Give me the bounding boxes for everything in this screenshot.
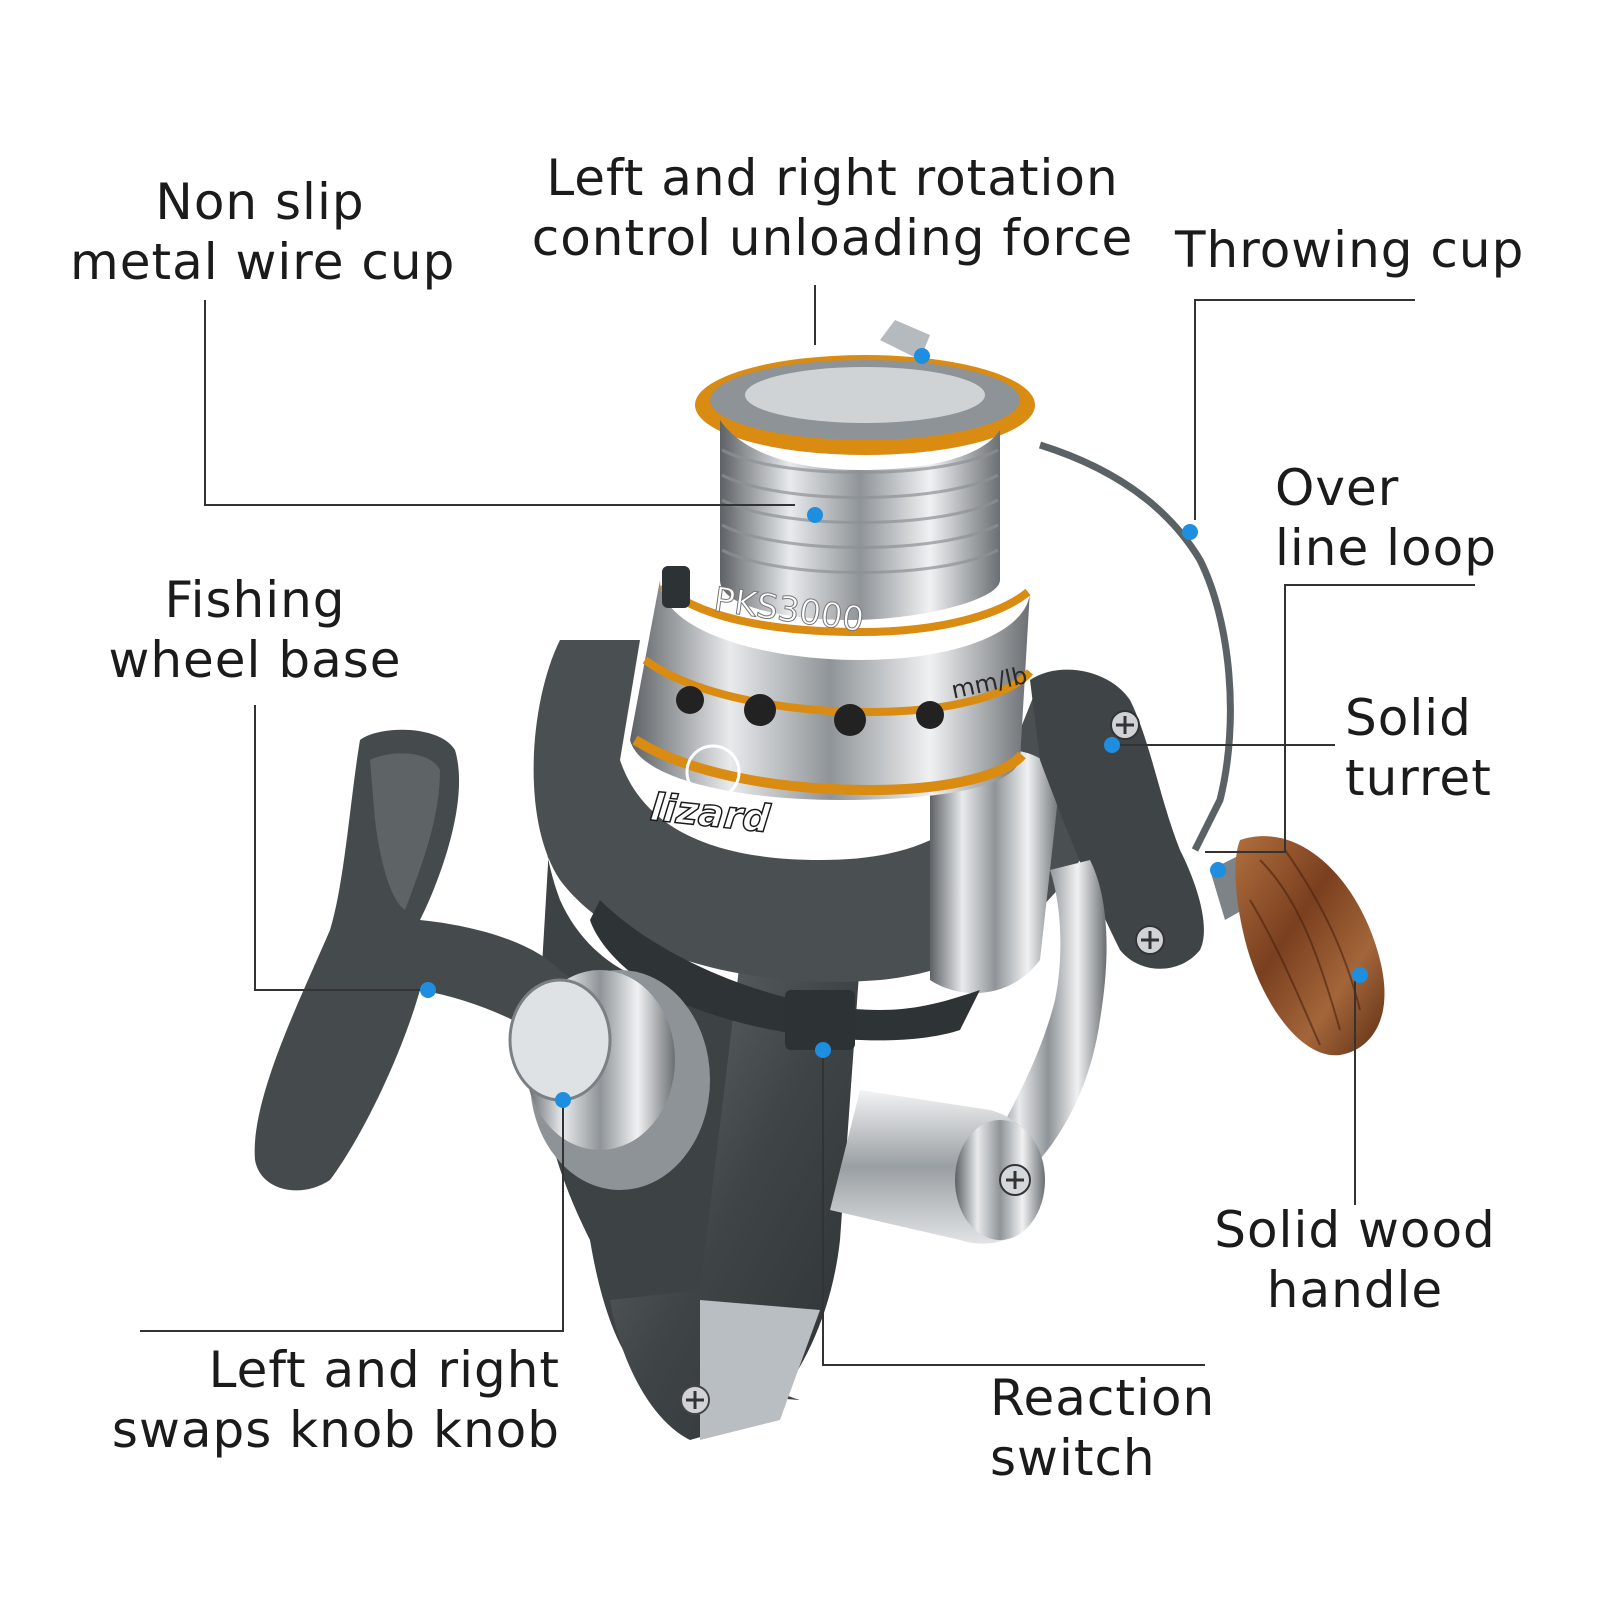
dot-reaction-switch — [815, 1042, 831, 1058]
callout-line-loop: Over line loop — [1275, 458, 1497, 578]
spool — [630, 320, 1035, 800]
callout-line: line loop — [1275, 519, 1497, 577]
reaction-switch-part — [785, 990, 855, 1050]
callout-wheel-base: Fishing wheel base — [100, 570, 410, 690]
callout-line: Non slip — [155, 173, 365, 231]
callout-wood-handle: Solid wood handle — [1195, 1200, 1515, 1320]
callout-reaction-switch: Reaction switch — [990, 1368, 1215, 1488]
callout-wire-cup: Non slip metal wire cup — [70, 172, 456, 292]
dot-turret — [1104, 737, 1120, 753]
drive-shaft — [830, 1090, 1045, 1244]
callout-line: swaps knob knob — [111, 1401, 560, 1459]
swap-knob-part — [508, 970, 710, 1190]
leader-reaction-switch — [822, 1050, 1205, 1366]
callout-line: Solid — [1345, 689, 1472, 747]
leader-swap-knob — [140, 1100, 564, 1332]
leader-line-loop — [1205, 584, 1475, 853]
leader-wheel-base — [254, 705, 420, 991]
callout-turret: Solid turret — [1345, 688, 1492, 808]
callout-line: Left and right rotation — [546, 149, 1119, 207]
bail-arm — [1030, 669, 1204, 969]
dots — [420, 348, 1368, 1108]
dot-wheel-base — [420, 982, 436, 998]
rotor-housing — [533, 640, 1110, 1041]
callout-line: wheel base — [108, 631, 402, 689]
callout-line: Throwing cup — [1175, 221, 1525, 279]
callout-line: Solid wood — [1214, 1201, 1496, 1259]
callout-throwing-cup: Throwing cup — [1175, 220, 1524, 280]
callout-swap-knob: Left and right swaps knob knob — [100, 1340, 560, 1460]
callout-line: handle — [1266, 1261, 1444, 1319]
callout-rotation: Left and right rotation control unloadin… — [525, 148, 1140, 268]
callout-line: control unloading force — [531, 209, 1134, 267]
bail-wire — [1038, 441, 1234, 852]
callout-line: metal wire cup — [70, 233, 456, 291]
leader-lines — [140, 285, 1475, 1366]
dot-throwing-cup — [1182, 524, 1198, 540]
leader-wire-cup — [204, 300, 795, 506]
callout-line: Over — [1275, 459, 1400, 517]
dot-wire-cup — [807, 507, 823, 523]
t-handle — [254, 729, 600, 1191]
dot-swap-knob — [555, 1092, 571, 1108]
leader-throwing-cup — [1194, 299, 1415, 520]
dot-rotation — [914, 348, 930, 364]
callout-line: Fishing — [164, 571, 346, 629]
callout-line: turret — [1345, 749, 1492, 807]
dot-line-loop — [1210, 862, 1226, 878]
dot-wood-handle — [1352, 967, 1368, 983]
callout-line: Left and right — [208, 1341, 560, 1399]
callout-line: Reaction — [990, 1369, 1216, 1427]
callout-line: switch — [990, 1429, 1156, 1487]
